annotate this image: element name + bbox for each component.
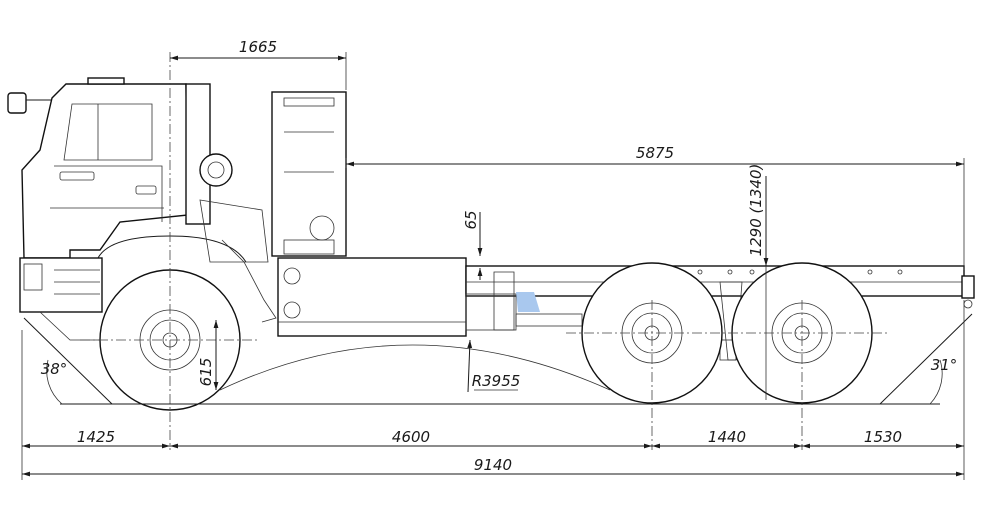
- upright-container: [271, 91, 347, 257]
- cab: [21, 83, 189, 259]
- dim-bogie-spacing: 1440: [708, 428, 746, 446]
- dim-front-overhang: 1425: [77, 428, 115, 446]
- highlight-part: [516, 292, 540, 312]
- frame-rail: [465, 265, 965, 297]
- dim-overall-length: 9140: [474, 456, 512, 474]
- truck-outline: [7, 77, 975, 361]
- cab-window: [63, 103, 153, 161]
- dim-rear-overhang: 1530: [864, 428, 902, 446]
- dim-ground-clearance: 615: [197, 358, 215, 387]
- dim-wheelbase-rear: 5875: [636, 144, 674, 162]
- spare-wheel-hub: [199, 153, 233, 187]
- door-handle: [135, 185, 157, 195]
- dim-wheelbase-main: 4600: [392, 428, 430, 446]
- dim-frame-drop: 65: [462, 210, 480, 229]
- side-box: [277, 257, 467, 337]
- radius-arc: [219, 344, 611, 391]
- dim-turning-radius: R3955: [472, 372, 521, 390]
- dim-cab-to-body: 1665: [239, 38, 277, 56]
- mirror: [7, 92, 27, 114]
- dim-departure-angle: 31°: [931, 356, 958, 374]
- front-bumper: [19, 257, 103, 313]
- tow-hook: [961, 275, 975, 299]
- dim-approach-angle: 38°: [41, 360, 68, 378]
- dim-frame-height: 1290 (1340): [747, 164, 765, 257]
- air-intake: [185, 83, 211, 225]
